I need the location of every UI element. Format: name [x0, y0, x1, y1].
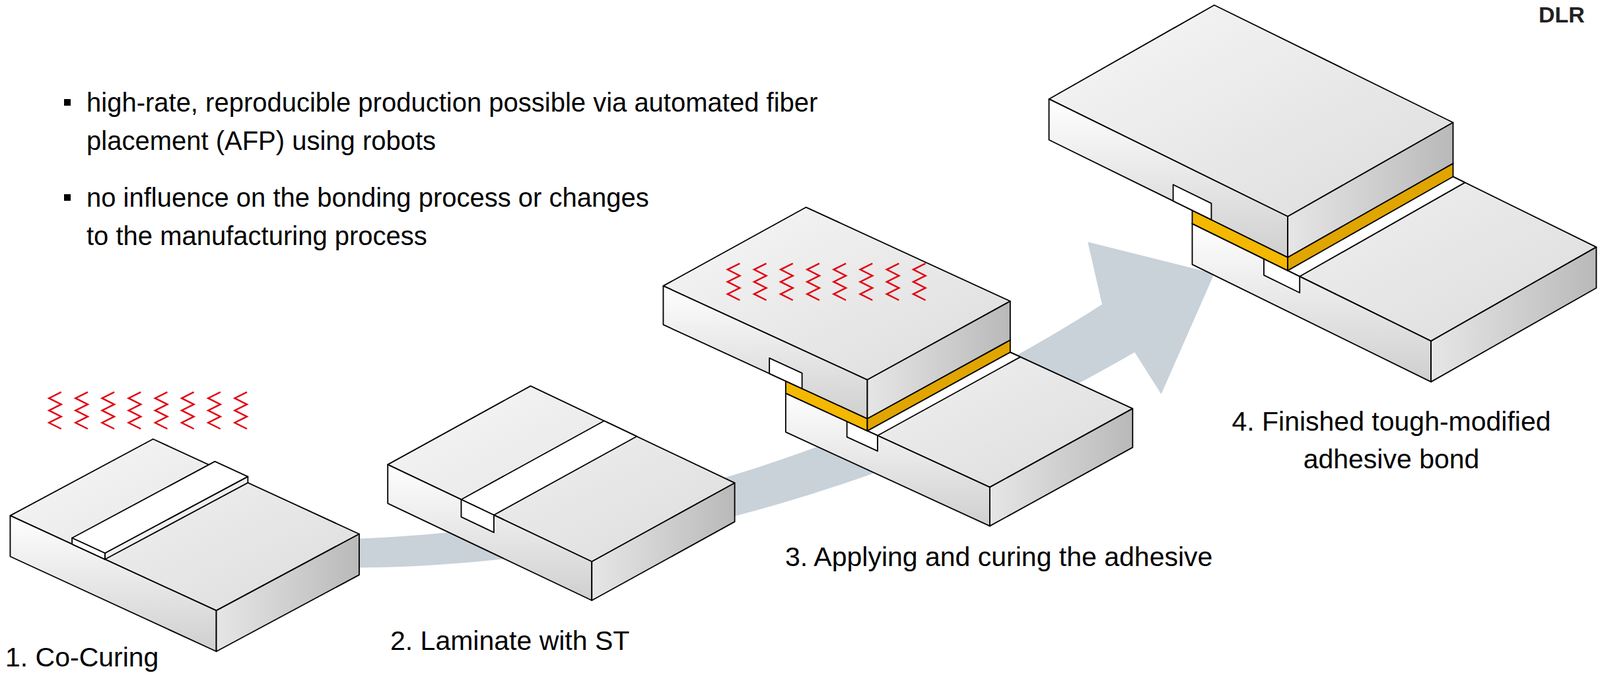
upper-adherend-front [1049, 99, 1289, 258]
heat-symbol [860, 263, 873, 301]
logo-text: DLR [1538, 2, 1585, 28]
strip-band [460, 420, 637, 516]
strip-edge [460, 499, 494, 533]
laminate-side [591, 482, 735, 601]
heat-symbol [75, 392, 88, 430]
bullet-text: high-rate, reproducible production possi… [86, 83, 929, 160]
upper-adherend-side [1287, 122, 1453, 258]
surface-layer-side [104, 476, 248, 560]
step-label: 3. Applying and curing the adhesive [785, 541, 1213, 573]
heat-symbol [155, 392, 168, 430]
heat-symbol [913, 263, 926, 301]
upper-adherend-front [662, 285, 868, 419]
laminate-drawings [9, 5, 1597, 652]
heat-symbol [128, 392, 142, 430]
lower-adherend-side [989, 408, 1133, 527]
step-label: 2. Laminate with ST [390, 625, 630, 657]
heat-symbol [754, 263, 767, 301]
heat-symbol [102, 392, 115, 430]
heat-symbol [780, 263, 794, 301]
heat-symbol [48, 392, 62, 430]
heat-symbol [234, 392, 247, 430]
heat-symbol [727, 263, 741, 301]
surface-layer-front [71, 538, 105, 560]
strip-edge [1173, 184, 1212, 220]
heat-symbol [833, 263, 846, 301]
step-label: 4. Finished tough-modified adhesive bond [1186, 402, 1597, 479]
surface-layer-top [71, 461, 248, 554]
heat-symbol [886, 263, 900, 301]
heat-symbol [208, 392, 221, 430]
heat-symbol [181, 392, 195, 430]
lower-adherend-side [1430, 246, 1597, 382]
upper-adherend-side [867, 301, 1010, 419]
laminate-side [216, 533, 360, 652]
strip-edge [769, 357, 802, 389]
bullet-text: no influence on the bonding process or c… [86, 178, 668, 255]
heat-symbol [806, 263, 820, 301]
step-label: 1. Co-Curing [5, 641, 159, 673]
